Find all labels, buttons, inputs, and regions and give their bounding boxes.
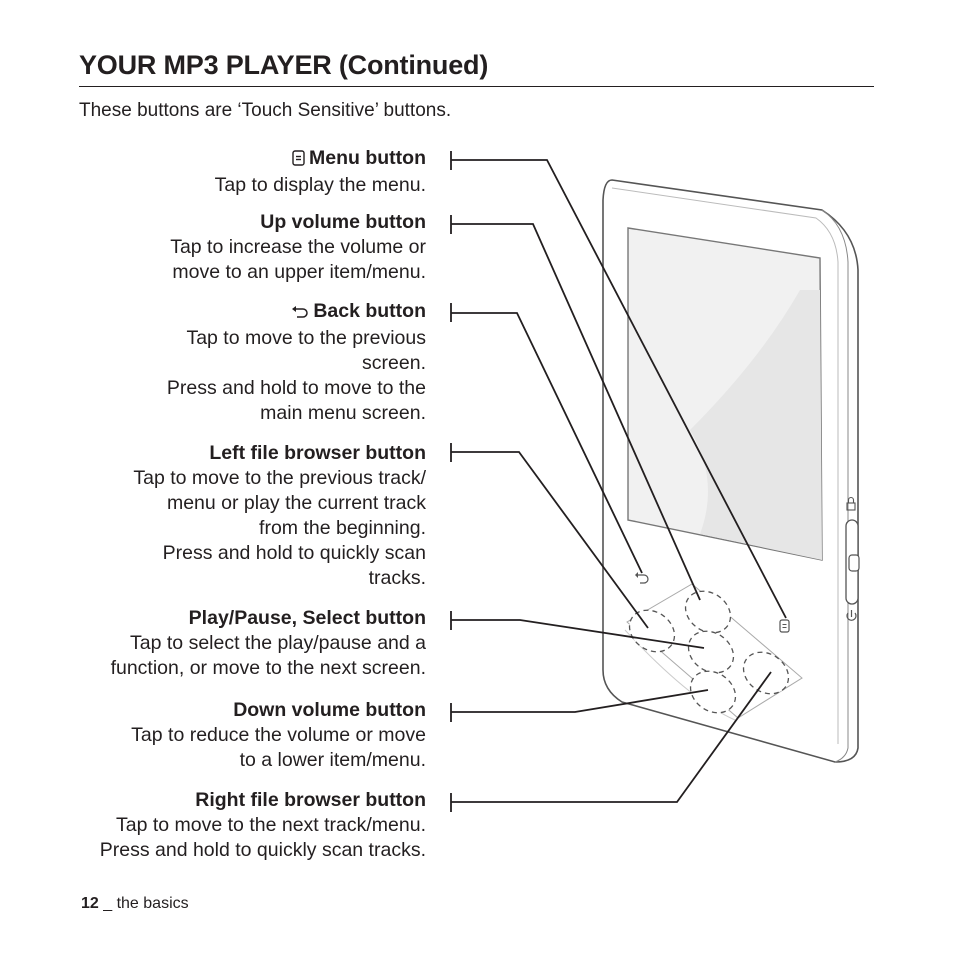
device-menu-icon xyxy=(779,619,790,633)
device-back-icon xyxy=(635,572,649,584)
back-button-label: Back button xyxy=(313,300,426,322)
hold-switch xyxy=(845,519,860,605)
title-rule xyxy=(79,86,874,87)
left-browser-description: Left file browser button Tap to move to … xyxy=(133,442,426,589)
up-volume-zone[interactable] xyxy=(677,583,738,642)
down-volume-label: Down volume button xyxy=(233,699,426,721)
leader-down-volume xyxy=(450,689,709,722)
page-title: YOUR MP3 PLAYER (Continued) xyxy=(79,50,489,80)
right-browser-zone[interactable] xyxy=(735,644,796,703)
leader-menu xyxy=(450,151,787,619)
back-icon xyxy=(291,301,309,326)
down-volume-description: Down volume button Tap to reduce the vol… xyxy=(131,699,426,771)
up-volume-description: Up volume button Tap to increase the vol… xyxy=(170,211,426,283)
left-browser-label: Left file browser button xyxy=(209,442,426,464)
leader-back xyxy=(450,303,643,574)
lock-icon xyxy=(846,496,856,511)
power-icon xyxy=(846,610,857,621)
play-pause-description: Play/Pause, Select button Tap to select … xyxy=(110,607,426,679)
page-footer: 12 _ the basics xyxy=(81,895,189,913)
back-button-description: Back button Tap to move to the previous … xyxy=(166,300,426,424)
menu-button-label: Menu button xyxy=(309,147,426,169)
leader-right-browser xyxy=(450,671,772,812)
up-volume-label: Up volume button xyxy=(260,211,426,233)
menu-button-description: Menu button Tap to display the menu. xyxy=(214,147,426,196)
leader-left-browser xyxy=(450,443,649,629)
section-name: _ the basics xyxy=(98,895,189,912)
menu-icon xyxy=(292,148,305,173)
right-browser-label: Right file browser button xyxy=(195,789,426,811)
play-pause-zone[interactable] xyxy=(680,623,741,682)
play-pause-label: Play/Pause, Select button xyxy=(188,607,426,629)
right-browser-description: Right file browser button Tap to move to… xyxy=(99,789,426,861)
intro-text: These buttons are ‘Touch Sensitive’ butt… xyxy=(79,100,452,121)
down-volume-zone[interactable] xyxy=(682,663,743,722)
device-screen xyxy=(627,227,823,561)
leader-up-volume xyxy=(450,215,701,601)
page-number: 12 xyxy=(81,895,99,912)
leader-play-pause xyxy=(450,611,705,649)
